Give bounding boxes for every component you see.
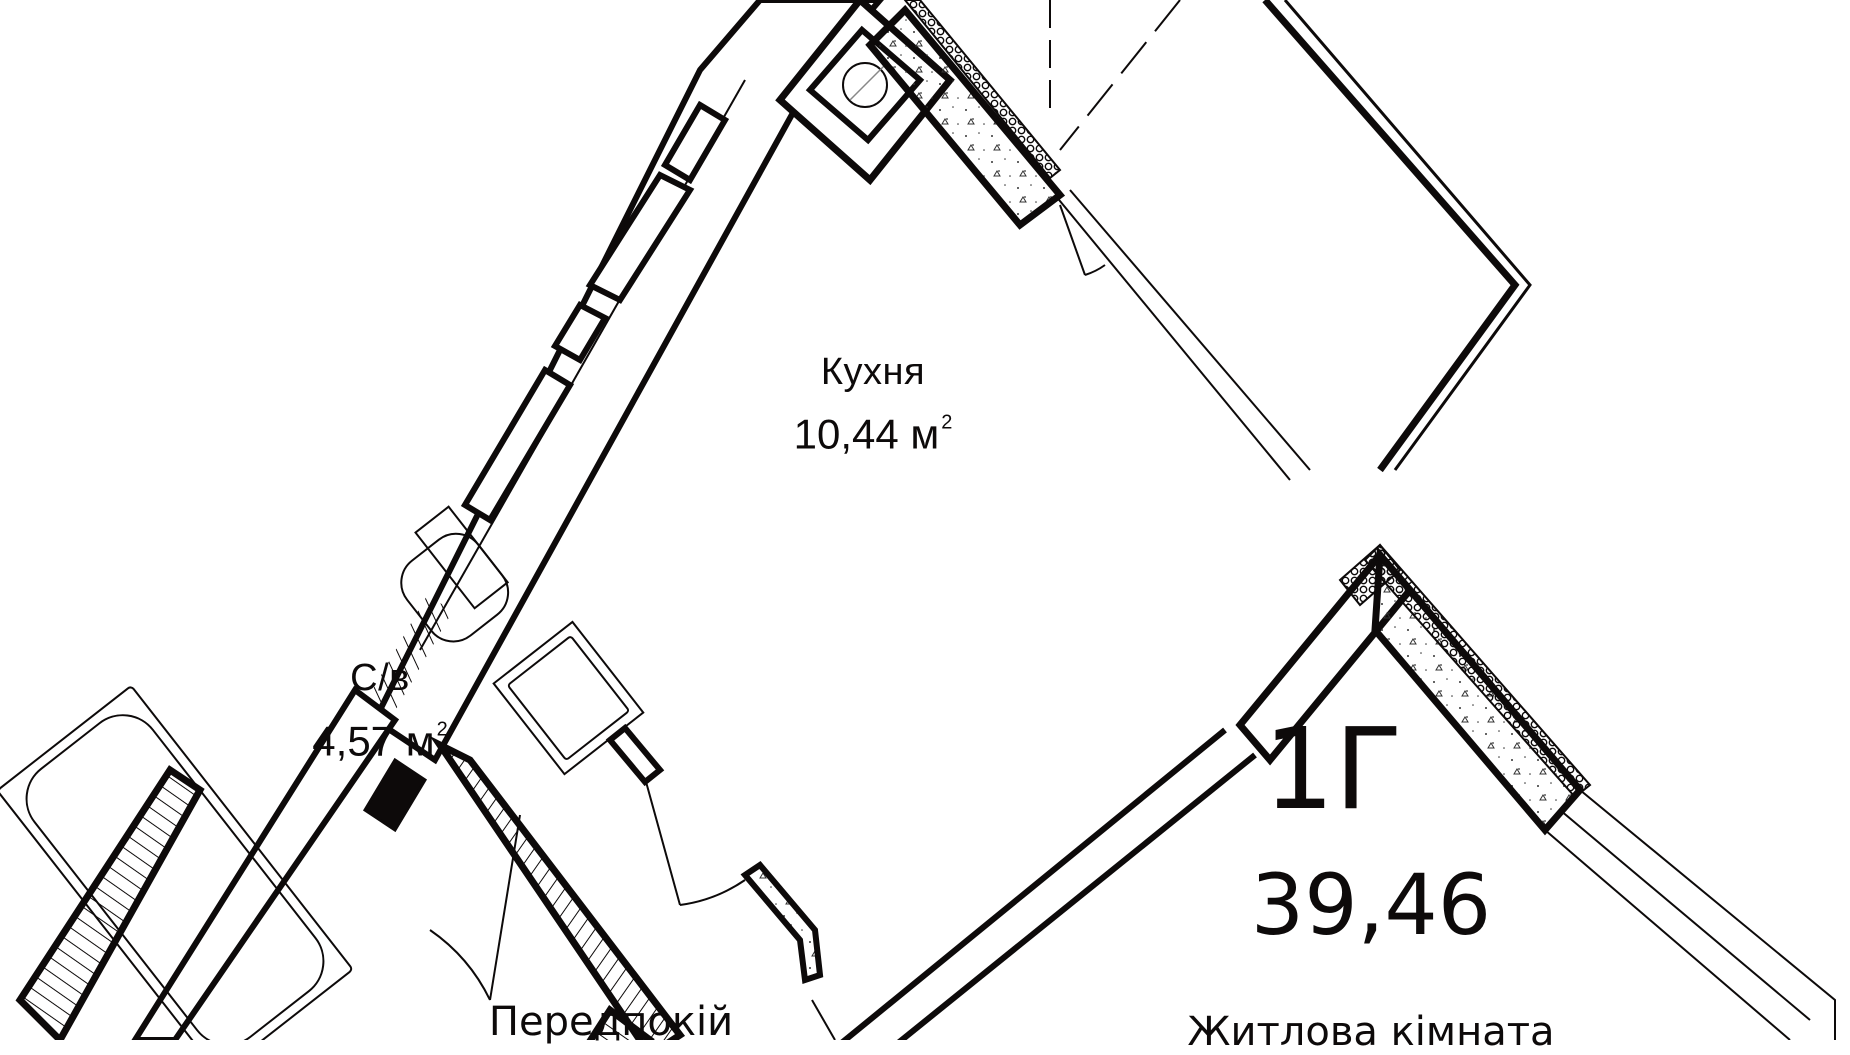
bath-tub xyxy=(0,686,353,1040)
corner-column-right xyxy=(1338,543,1592,836)
room-area-kitchen-value: 10,44 xyxy=(793,410,899,458)
entry-wall-stub xyxy=(605,723,824,985)
toilet xyxy=(400,505,510,643)
unit-type-code: 1Г xyxy=(1263,705,1403,835)
room-name-kitchen: Кухня xyxy=(820,351,926,393)
room-area-bathroom-value: 4,57 xyxy=(312,717,395,765)
room-area-kitchen-unit-sup: 2 xyxy=(941,411,953,434)
room-area-bathroom-unit: м xyxy=(405,717,435,765)
sink xyxy=(492,620,645,776)
room-name-hallway: Передпокій xyxy=(488,999,734,1045)
unit-total-area: 39,46 xyxy=(1250,856,1492,954)
room-area-kitchen-unit: м xyxy=(910,410,940,458)
room-area-bathroom-unit-sup: 2 xyxy=(436,718,448,741)
exterior-wall-top-right xyxy=(865,0,1311,481)
living-room-exterior-wall xyxy=(1544,789,1836,1040)
door-swings xyxy=(429,204,1106,1040)
partition-kitchen-living xyxy=(840,549,1415,1040)
room-name-living-room: Житлова кімната xyxy=(1187,1009,1555,1055)
room-name-bathroom: С/в xyxy=(350,657,410,699)
bathroom-walls xyxy=(15,685,686,1040)
balcony xyxy=(1049,0,1532,473)
